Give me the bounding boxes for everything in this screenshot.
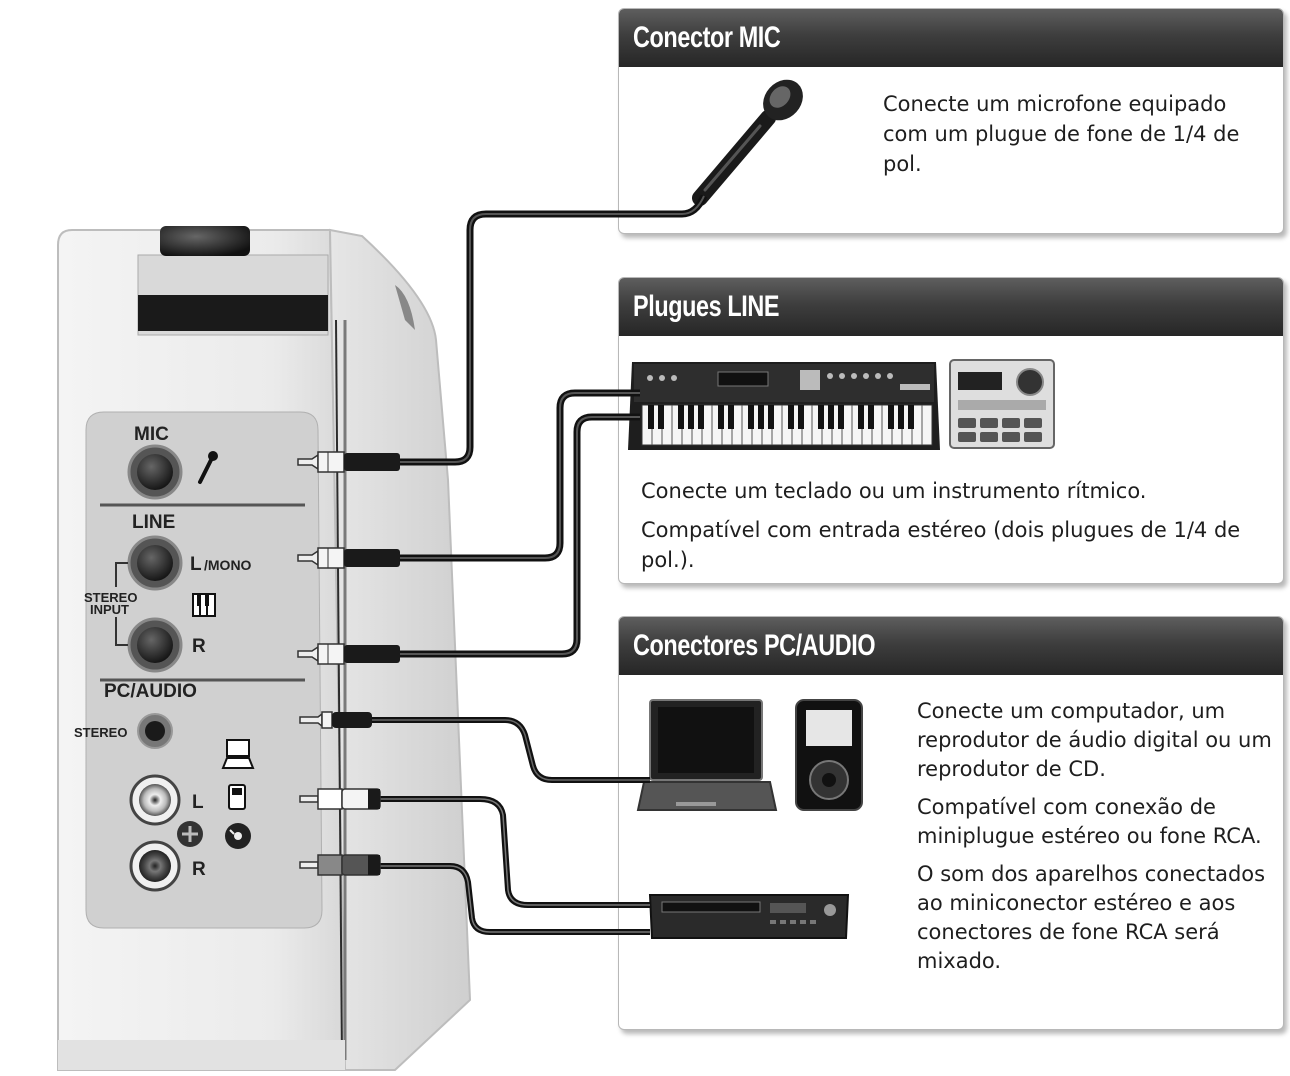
mic-label: MIC [134,424,169,445]
line-panel-paragraph-2: Compatível com entrada estéreo (dois plu… [641,518,1241,572]
pc-panel-paragraph-2: Compatível com conexão de miniplugue est… [917,795,1262,848]
computer-icon [221,739,255,769]
line-label: LINE [132,512,175,533]
line-panel-description: Conecte um teclado ou um instrumento rít… [641,476,1271,583]
stereo-input-label-1: STEREO [84,590,137,605]
pc-panel-description: Conecte um computador, um reprodutor de … [917,697,1272,985]
pc-audio-connectors-panel: Conectores PC/AUDIO Conecte um computado… [618,616,1284,1030]
line-panel-title: Plugues LINE [633,290,780,323]
l-mono-label-mono: /MONO [204,557,252,573]
mic-connector-panel: Conector MIC Conecte um microfone equipa… [618,8,1284,234]
stereo-input-label-2: INPUT [90,602,129,617]
mic-panel-description: Conecte um microfone equipado com um plu… [883,89,1273,188]
audio-player-icon [228,784,246,810]
cd-icon [225,823,251,849]
mic-panel-title: Conector MIC [633,21,781,54]
mic-panel-paragraph-1: Conecte um microfone equipado com um plu… [883,92,1240,176]
rca-l-label: L [192,792,204,813]
mic-panel-header: Conector MIC [619,9,1283,67]
line-plugs-panel: Plugues LINE Conecte um teclado ou um in… [618,277,1284,584]
jack-panel [85,411,323,929]
keyboard-icon [192,593,216,617]
pc-panel-header: Conectores PC/AUDIO [619,617,1283,675]
line-panel-header: Plugues LINE [619,278,1283,336]
r-label: R [192,636,206,657]
pc-panel-paragraph-3: O som dos aparelhos conectados ao minico… [917,862,1266,973]
pc-panel-title: Conectores PC/AUDIO [633,629,876,662]
line-panel-paragraph-1: Conecte um teclado ou um instrumento rít… [641,479,1147,503]
microphone-icon [198,456,214,484]
l-mono-label-l: L [190,554,202,575]
pc-panel-paragraph-1: Conecte um computador, um reprodutor de … [917,699,1272,781]
stereo-label: STEREO [74,725,127,740]
pc-audio-label: PC/AUDIO [104,681,197,702]
rca-r-label: R [192,859,206,880]
